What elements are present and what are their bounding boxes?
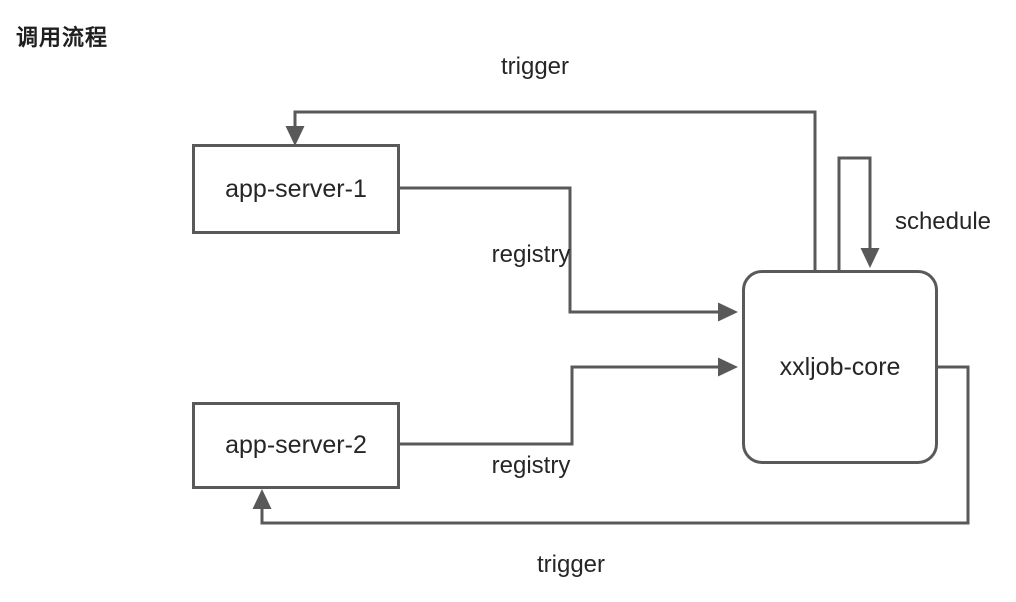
trigger-bottom-connector bbox=[260, 365, 970, 525]
edge-schedule-loop bbox=[837, 156, 880, 270]
page-title: 调用流程 bbox=[16, 25, 109, 50]
registry-top-connector bbox=[398, 186, 719, 314]
edge-label-schedule: schedule bbox=[894, 208, 992, 235]
edge-label-trigger-top: trigger bbox=[500, 53, 570, 80]
node-app-server-2: app-server-2 bbox=[192, 402, 400, 489]
schedule-loop-connector bbox=[837, 156, 872, 270]
node-app-server-1-label: app-server-1 bbox=[225, 174, 367, 203]
registry-bottom-connector bbox=[400, 365, 719, 446]
edge-label-trigger-bottom: trigger bbox=[536, 551, 606, 578]
arrowhead-up-icon bbox=[252, 489, 272, 509]
arrowhead-right-icon bbox=[718, 302, 738, 322]
node-xxljob-core: xxljob-core bbox=[742, 270, 938, 464]
node-xxljob-core-label: xxljob-core bbox=[779, 352, 901, 381]
edge-registry-top bbox=[398, 186, 738, 322]
node-app-server-2-label: app-server-2 bbox=[225, 431, 367, 459]
edge-label-registry-bottom: registry bbox=[491, 452, 571, 479]
arrowhead-down-icon bbox=[860, 248, 880, 268]
edge-trigger-bottom bbox=[252, 365, 970, 525]
arrowhead-down-icon bbox=[285, 126, 305, 146]
edge-registry-bottom bbox=[400, 357, 738, 446]
arrowhead-right-icon bbox=[718, 357, 738, 377]
edge-trigger-top bbox=[285, 110, 817, 270]
trigger-top-connector bbox=[293, 110, 817, 270]
node-app-server-1: app-server-1 bbox=[192, 144, 400, 234]
edge-label-registry-top: registry bbox=[491, 241, 571, 268]
